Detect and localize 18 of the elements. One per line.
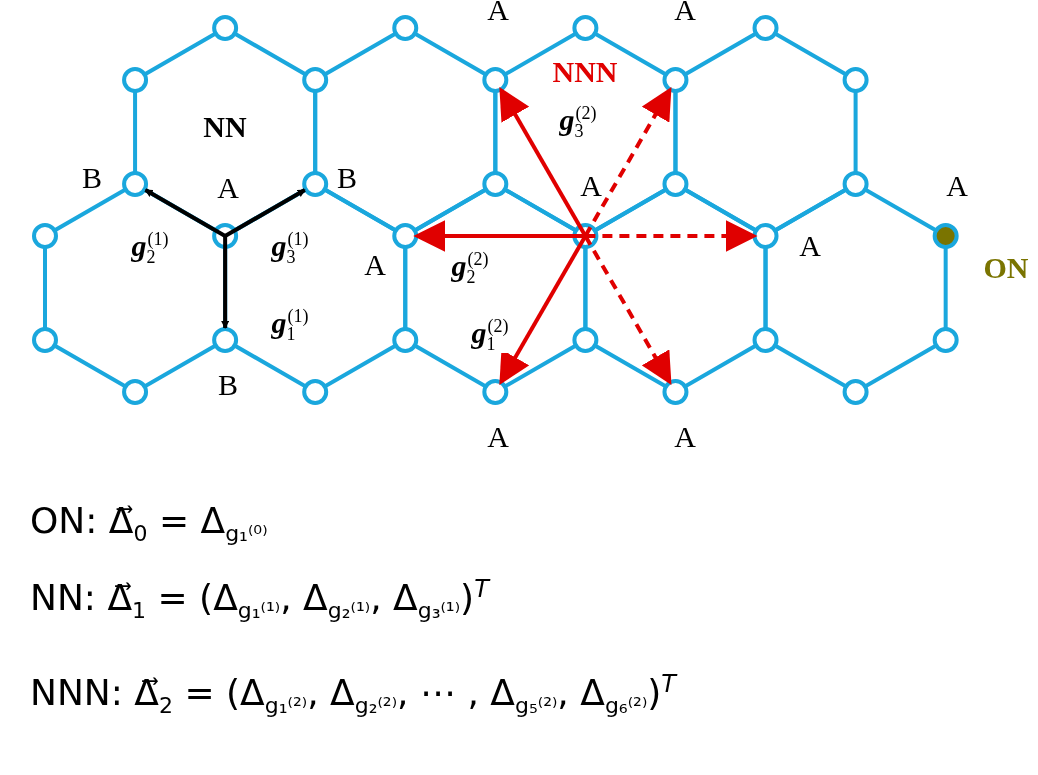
site-label: B (337, 163, 357, 193)
site-label: A (674, 422, 696, 452)
formula: NNN: Δ⃗$_{2}$ = (Δ$_{g₁⁽²⁾}$, Δ$_{g₂⁽²⁾}$, ⋯ , Δ$_{g₅⁽²⁾}$, Δ$_{g₆⁽²⁾}$)$^{T}$ (30, 670, 676, 719)
formula: NN: Δ⃗$_{1}$ = (Δ$_{g₁⁽¹⁾}$, Δ$_{g₂⁽¹⁾}$, Δ$_{g₃⁽¹⁾}$)$^{T}$ (30, 575, 489, 624)
formula: ON: Δ⃗$_{0}$ = Δ$_{g₁⁽⁰⁾}$ (30, 500, 268, 547)
site-label: A (674, 0, 696, 25)
site-label: A (799, 231, 821, 261)
site-label: A (487, 422, 509, 452)
shell-label: NN (203, 112, 247, 142)
site-label: B (218, 370, 238, 400)
shell-label: ON (983, 253, 1029, 283)
site-label: A (364, 250, 386, 280)
site-label: A (487, 0, 509, 25)
site-label: A (217, 173, 239, 203)
site-label: A (580, 171, 602, 201)
site-label: B (82, 163, 102, 193)
site-label: A (946, 171, 968, 201)
shell-label: NNN (552, 57, 618, 87)
